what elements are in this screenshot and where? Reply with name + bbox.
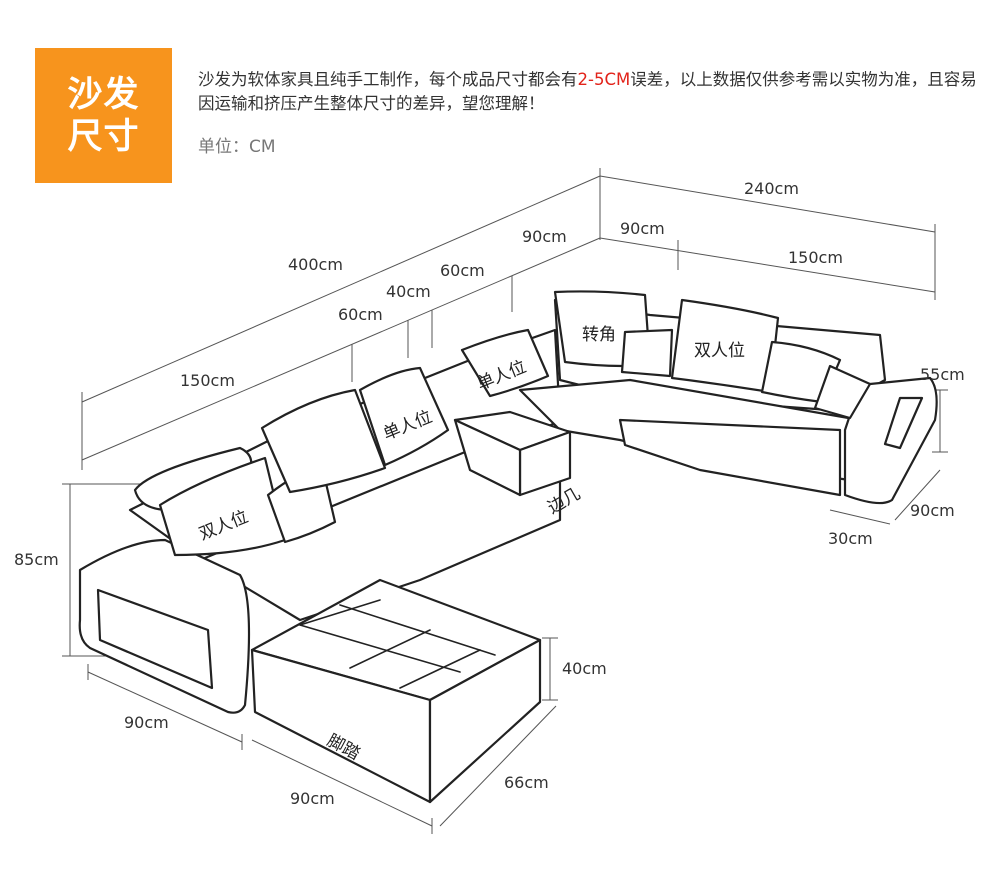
dim-left-arm-depth: 90cm: [124, 713, 169, 732]
sofa-drawing: [78, 290, 938, 804]
dim-corner-width: 90cm: [620, 219, 665, 238]
dim-corner-depth: 90cm: [522, 227, 567, 246]
dimension-labels: 400cm 240cm 150cm 150cm 90cm 90cm 60cm 6…: [14, 179, 965, 808]
note-after: 误差，以上数据仅供参考需以实物为准，且容易因运输和挤压产生整体尺寸的差异，望您理…: [198, 70, 977, 113]
disclaimer-note: 沙发为软体家具且纯手工制作，每个成品尺寸都会有2-5CM误差，以上数据仅供参考需…: [198, 68, 978, 116]
dim-arm-width: 30cm: [828, 529, 873, 548]
note-before: 沙发为软体家具且纯手工制作，每个成品尺寸都会有: [198, 70, 578, 89]
label-double-right: 双人位: [694, 341, 745, 361]
label-corner: 转角: [582, 325, 616, 345]
dim-total-width: 400cm: [288, 255, 343, 274]
dim-right-width: 240cm: [744, 179, 799, 198]
dim-stool-height: 40cm: [562, 659, 607, 678]
dimension-lines: [62, 168, 948, 834]
dim-stool-width: 66cm: [504, 773, 549, 792]
dim-side-table: 40cm: [386, 282, 431, 301]
dim-right-section: 150cm: [788, 248, 843, 267]
dim-stool-length: 90cm: [290, 789, 335, 808]
dim-height: 85cm: [14, 550, 59, 569]
dim-arm-height: 55cm: [920, 365, 965, 384]
badge-line-2: 尺寸: [67, 116, 140, 157]
dim-single-seat-right: 60cm: [440, 261, 485, 280]
badge-line-1: 沙发: [67, 74, 140, 115]
unit-label: 单位：CM: [198, 137, 276, 157]
size-badge: 沙发 尺寸: [35, 48, 172, 183]
dim-arm-depth: 90cm: [910, 501, 955, 520]
dim-single-seat: 60cm: [338, 305, 383, 324]
dim-left-section: 150cm: [180, 371, 235, 390]
note-highlight: 2-5CM: [577, 70, 631, 89]
